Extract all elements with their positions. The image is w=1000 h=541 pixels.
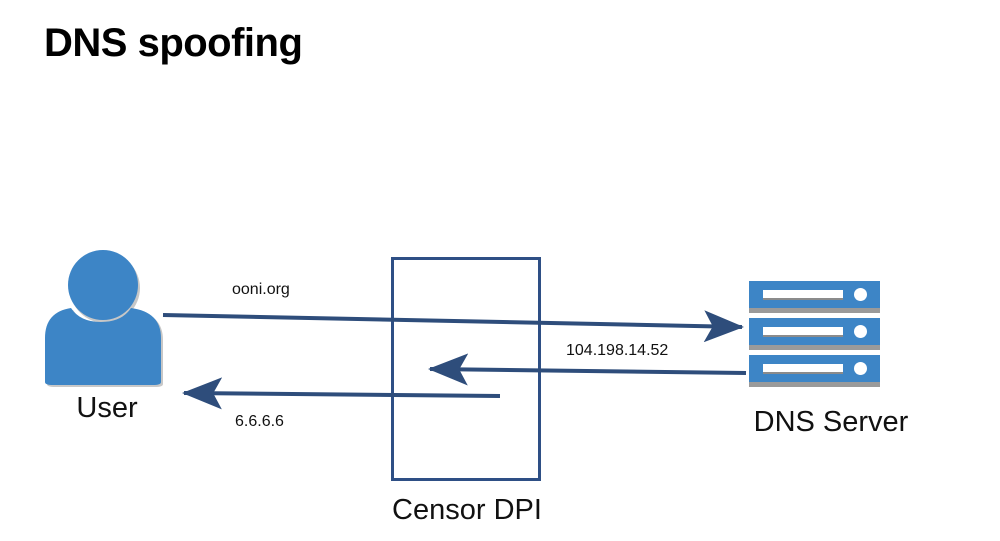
user-person-icon	[42, 248, 172, 388]
server-rack-icon	[747, 278, 885, 388]
arrow-real-response	[428, 353, 747, 386]
node-label-user: User	[76, 392, 138, 424]
server-led-icon	[854, 325, 867, 338]
server-shadow	[749, 345, 880, 350]
page-title: DNS spoofing	[44, 21, 303, 65]
server-shadow	[749, 382, 880, 387]
server-unit-1	[749, 281, 880, 308]
node-label-censor-dpi: Censor DPI	[392, 494, 542, 526]
server-slot-bar	[763, 364, 843, 374]
edge-label-query: ooni.org	[232, 281, 290, 298]
server-slot-bar	[763, 327, 843, 337]
arrow-query-ooni-org	[162, 310, 744, 343]
arrow-spoofed-response	[182, 377, 501, 410]
server-unit-2	[749, 318, 880, 345]
server-slot-bar	[763, 290, 843, 300]
edge-label-real-response: 104.198.14.52	[566, 342, 669, 359]
edge-label-spoofed-response: 6.6.6.6	[235, 413, 284, 430]
server-unit-3	[749, 355, 880, 382]
server-shadow	[749, 308, 880, 313]
node-label-dns-server: DNS Server	[753, 406, 909, 438]
server-led-icon	[854, 362, 867, 375]
server-led-icon	[854, 288, 867, 301]
